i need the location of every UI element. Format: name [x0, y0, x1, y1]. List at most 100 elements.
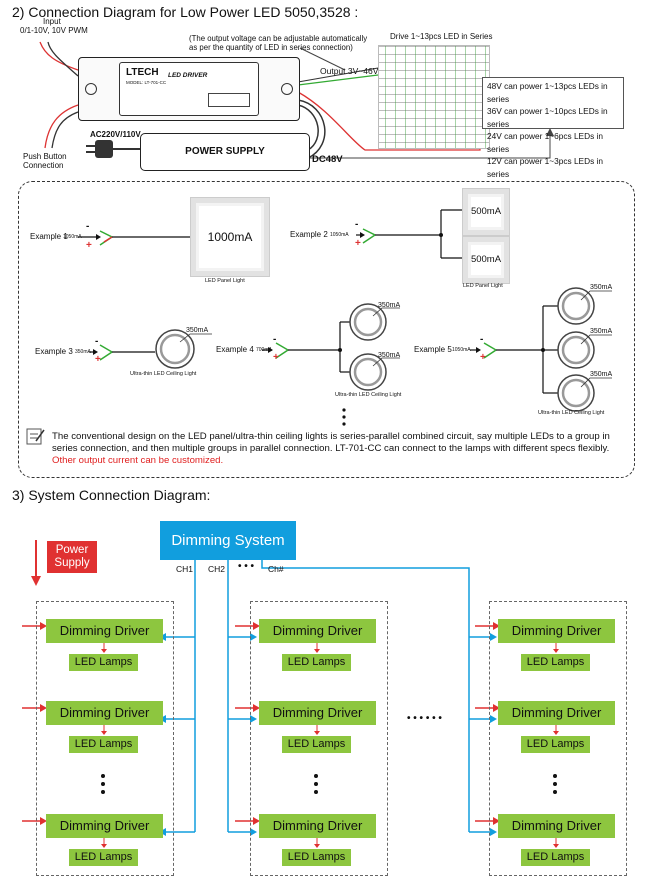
example1-caption: LED Panel Light	[205, 278, 245, 284]
ceiling-light-current: 350mA	[378, 302, 401, 309]
driver-group-n	[489, 601, 627, 876]
panel-current: 1000mA	[207, 230, 253, 244]
led-lamps-box: LED Lamps	[69, 654, 138, 671]
minus-sign: -	[480, 334, 484, 345]
power-label: Power	[55, 544, 89, 556]
panel-current: 500mA	[470, 254, 502, 265]
minus-sign: -	[95, 336, 99, 347]
dimming-driver-box: Dimming Driver	[259, 701, 376, 725]
note-text: The conventional design on the LED panel…	[52, 431, 610, 455]
led-lamps-box: LED Lamps	[521, 736, 590, 753]
driver-group-2	[250, 601, 388, 876]
adjust-note-1: (The output voltage can be adjustable au…	[189, 34, 368, 43]
examples-area	[18, 181, 635, 478]
example4-label: Example 4	[216, 345, 254, 354]
plus-sign: +	[273, 352, 279, 363]
example4-caption: Ultra-thin LED Ceiling Light	[335, 392, 402, 398]
led-panel-500ma-bottom: 500mA	[462, 236, 510, 284]
plus-sign: +	[480, 352, 486, 363]
input-spec: 0/1-10V, 10V PWM	[20, 26, 88, 35]
driver-label-plate: LTECH LED DRIVER MODEL: LT-701-CC	[119, 62, 259, 116]
minus-sign: -	[273, 334, 277, 345]
mount-hole-icon-right	[281, 83, 293, 95]
input-label: Input	[43, 17, 61, 26]
example3-label: Example 3	[35, 347, 73, 356]
ceiling-light-current: 350mA	[590, 328, 613, 335]
example5-caption: Ultra-thin LED Ceiling Light	[538, 410, 605, 416]
driver-model: MODEL: LT-701-CC	[126, 80, 167, 85]
led-lamps-box: LED Lamps	[69, 736, 138, 753]
led-lamps-box: LED Lamps	[282, 654, 351, 671]
dimming-driver-box: Dimming Driver	[498, 814, 615, 838]
dimming-driver-box: Dimming Driver	[46, 814, 163, 838]
dc-label: DC48V	[312, 154, 343, 165]
channel-dots: • • •	[238, 561, 255, 572]
led-lamps-box: LED Lamps	[69, 849, 138, 866]
driver-brand: LTECH	[126, 67, 159, 78]
example2-label: Example 2	[290, 230, 328, 239]
ceiling-light-current: 350mA	[590, 371, 613, 378]
example3-current: 350mA	[75, 349, 91, 355]
dimming-system-label: Dimming System	[171, 532, 285, 549]
channel-2-label: CH2	[208, 564, 226, 574]
minus-sign: -	[355, 219, 359, 230]
info-line: 24V can power 1~6pcs LEDs in series	[487, 131, 603, 154]
info-line: 48V can power 1~13pcs LEDs in series	[487, 81, 608, 104]
example1-current: 1050mA	[63, 234, 82, 240]
example2-current: 1050mA	[330, 232, 349, 238]
section2-title: 2) Connection Diagram for Low Power LED …	[12, 4, 359, 20]
psu-label: POWER SUPPLY	[185, 146, 265, 157]
series-info-box: 48V can power 1~13pcs LEDs in series 36V…	[482, 77, 624, 179]
dimming-driver-box: Dimming Driver	[259, 814, 376, 838]
note-red-text: Other output current can be customized.	[52, 455, 224, 467]
dimming-driver-box: Dimming Driver	[498, 701, 615, 725]
led-lamps-box: LED Lamps	[521, 654, 590, 671]
led-lamps-box: LED Lamps	[521, 849, 590, 866]
adjust-note-2: as per the quantity of LED in series con…	[189, 43, 353, 52]
led-strip-matrix	[378, 45, 490, 149]
power-supply-label-box: Power Supply	[47, 541, 97, 573]
supply-label: Supply	[54, 557, 90, 569]
minus-sign: -	[86, 221, 90, 232]
dimming-driver-box: Dimming Driver	[46, 619, 163, 643]
led-panel-1000ma: 1000mA	[190, 197, 270, 277]
more-columns-dots: • • • • • •	[407, 713, 442, 724]
mount-hole-icon	[85, 83, 97, 95]
led-lamps-box: LED Lamps	[282, 736, 351, 753]
example1-label: Example 1	[30, 232, 68, 241]
example4-current: 700mA	[256, 347, 272, 353]
led-lamps-box: LED Lamps	[282, 849, 351, 866]
channel-n-label: Ch#	[268, 564, 284, 574]
dimming-driver-box: Dimming Driver	[259, 619, 376, 643]
example5-current: 1050mA	[452, 347, 471, 353]
led-driver-unit: LTECH LED DRIVER MODEL: LT-701-CC	[78, 57, 300, 121]
example2-caption: LED Panel Light	[463, 283, 503, 289]
example5-label: Example 5	[414, 345, 452, 354]
info-line: 36V can power 1~10pcs LEDs in series	[487, 106, 608, 129]
push-button-label: Push Button	[23, 152, 67, 161]
panel-current: 500mA	[470, 206, 502, 217]
plus-sign: +	[355, 238, 361, 249]
system-wiring	[22, 540, 559, 848]
dimming-system-box: Dimming System	[160, 521, 296, 560]
power-supply-box: POWER SUPPLY	[140, 133, 310, 171]
ceiling-light-current: 350mA	[590, 284, 613, 291]
plus-sign: +	[95, 354, 101, 365]
led-panel-500ma-top: 500mA	[462, 188, 510, 236]
example3-caption: Ultra-thin LED Ceiling Light	[130, 371, 197, 377]
driver-title: LED DRIVER	[168, 72, 208, 79]
output-label: Output 3V~46V	[320, 66, 379, 76]
ac-label: AC220V/110V	[90, 130, 141, 139]
ceiling-light-current: 350mA	[378, 352, 401, 359]
push-button-label-2: Connection	[23, 161, 64, 170]
dimming-driver-box: Dimming Driver	[46, 701, 163, 725]
info-line: 12V can power 1~3pcs LEDs in series	[487, 156, 603, 179]
connection-wiring	[26, 41, 612, 445]
drive-label: Drive 1~13pcs LED in Series	[390, 32, 493, 41]
driver-group-1	[36, 601, 174, 876]
ceiling-light-current: 350mA	[186, 327, 209, 334]
channel-1-label: CH1	[176, 564, 194, 574]
dimming-driver-box: Dimming Driver	[498, 619, 615, 643]
terminal-block	[208, 93, 250, 107]
section3-title: 3) System Connection Diagram:	[12, 487, 211, 503]
